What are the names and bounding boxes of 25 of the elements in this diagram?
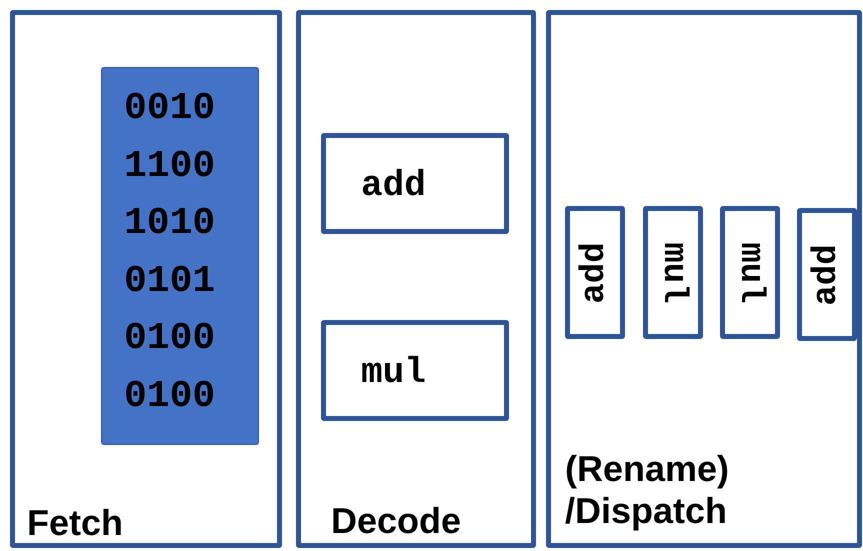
instruction-bits-box <box>101 67 259 445</box>
instruction-text: mul <box>656 242 690 304</box>
binary-word: 0100 <box>124 320 216 358</box>
binary-word: 0101 <box>124 262 216 300</box>
instruction-text: mul <box>733 242 767 304</box>
binary-word: 0010 <box>124 90 216 128</box>
instruction-box <box>321 133 509 234</box>
stage-panel <box>10 10 282 548</box>
stage-label: (Rename) /Dispatch <box>565 448 730 531</box>
instruction-text: add <box>578 242 612 304</box>
instruction-text: add <box>810 244 844 306</box>
binary-word: 1100 <box>124 148 216 186</box>
instruction-text: add <box>361 168 426 204</box>
instruction-box <box>321 320 509 421</box>
instruction-box <box>720 206 780 339</box>
stage-panel <box>546 10 862 548</box>
binary-word: 1010 <box>124 205 216 243</box>
instruction-box <box>797 208 857 341</box>
stage-panel <box>296 10 536 548</box>
instruction-text: mul <box>361 355 426 391</box>
binary-word: 0100 <box>124 378 216 416</box>
instruction-box <box>565 206 625 339</box>
stage-label: Decode <box>331 500 462 541</box>
instruction-box <box>643 206 703 339</box>
stage-label: Fetch <box>27 502 124 543</box>
